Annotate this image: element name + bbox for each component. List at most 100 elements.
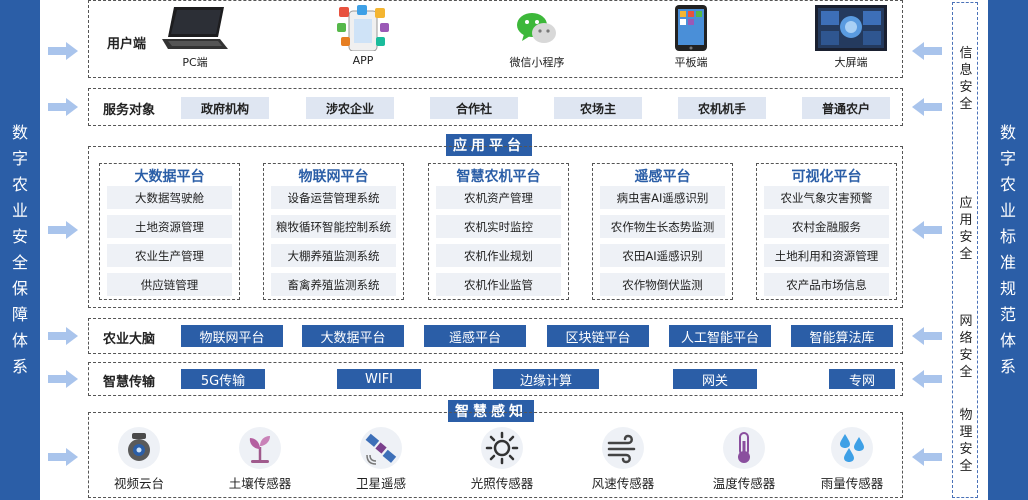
brain-row-label: 农业大脑	[103, 332, 156, 347]
security-system-vertical-title: 数 字 农 业 安 全 保 障 体 系	[12, 120, 28, 380]
transport-chip: WIFI	[337, 369, 421, 389]
sensor-wind: 风速传感器	[578, 427, 668, 492]
sensor-caption: 风速传感器	[591, 476, 655, 491]
arrow-right-icon	[48, 221, 78, 239]
service-chip: 涉农企业	[306, 97, 394, 119]
user-caption: 微信小程序	[509, 56, 565, 69]
sensor-caption: 温度传感器	[712, 476, 776, 491]
raindrop-icon	[831, 427, 873, 469]
app-platform-layer: 大数据平台 大数据驾驶舱 土地资源管理 农业生产管理 供应链管理 物联网平台 设…	[88, 146, 903, 308]
brain-chip: 大数据平台	[302, 325, 404, 347]
brain-chip: 物联网平台	[181, 325, 283, 347]
platform-item: 农业生产管理	[107, 244, 232, 267]
platform-item: 病虫害AI遥感识别	[600, 186, 725, 209]
service-chip: 政府机构	[181, 97, 269, 119]
arrow-right-icon	[48, 448, 78, 466]
sensor-satellite: 卫星遥感	[336, 427, 426, 492]
right-bar-char: 系	[999, 357, 1016, 376]
sec-char: 安	[959, 230, 973, 245]
sec-char: 全	[959, 97, 973, 112]
platform-group-title: 遥感平台	[634, 169, 691, 185]
sec-char: 用	[959, 213, 973, 228]
service-layer: 服务对象 政府机构 涉农企业 合作社 农场主 农机机手 普通农户	[88, 88, 903, 126]
platform-group-iot: 物联网平台 设备运营管理系统 粮牧循环智能控制系统 大棚养殖监测系统 畜禽养殖监…	[263, 163, 404, 300]
platform-item: 粮牧循环智能控制系统	[271, 215, 396, 238]
sensor-rainfall: 雨量传感器	[807, 427, 897, 492]
left-bar-char: 数	[11, 123, 28, 142]
sensor-caption: 视频云台	[113, 476, 164, 491]
left-bar-char: 字	[11, 149, 28, 168]
standard-system-vertical-title: 数 字 农 业 标 准 规 范 体 系	[1000, 120, 1016, 380]
platform-item: 供应链管理	[107, 273, 232, 296]
laptop-icon	[162, 7, 228, 49]
user-caption: 大屏端	[834, 56, 868, 69]
sensor-caption: 土壤传感器	[228, 476, 292, 491]
user-caption: 平板端	[674, 56, 708, 69]
left-bar-char: 保	[11, 279, 28, 298]
left-bar-char: 系	[11, 357, 28, 376]
thermometer-icon	[723, 427, 765, 469]
brain-layer: 农业大脑 物联网平台 大数据平台 遥感平台 区块链平台 人工智能平台 智能算法库	[88, 318, 903, 354]
right-bar-char: 标	[999, 227, 1016, 246]
left-bar-char: 障	[11, 305, 28, 324]
info-security-label: 信 息 安 全	[953, 45, 979, 113]
arrow-left-icon	[912, 98, 942, 116]
service-row-label: 服务对象	[103, 103, 156, 118]
app-security-label: 应 用 安 全	[953, 195, 979, 263]
left-bar-char: 安	[11, 227, 28, 246]
platform-item: 土地资源管理	[107, 215, 232, 238]
big-screen-icon	[815, 5, 887, 51]
user-caption: APP	[352, 54, 374, 67]
right-bar-char: 业	[999, 201, 1016, 220]
wechat-icon	[517, 13, 556, 43]
sec-char: 理	[959, 425, 973, 440]
sensor-soil: 土壤传感器	[215, 427, 305, 492]
platform-item: 农村金融服务	[764, 215, 889, 238]
perception-layer: 视频云台 土壤传感器 卫星遥感	[88, 412, 903, 498]
platform-item: 农作物倒伏监测	[600, 273, 725, 296]
sensor-caption: 雨量传感器	[820, 476, 884, 491]
arrow-left-icon	[912, 327, 942, 345]
platform-item: 大数据驾驶舱	[107, 186, 232, 209]
app-phone-icon	[337, 5, 389, 51]
brain-chip: 区块链平台	[547, 325, 649, 347]
sec-char: 全	[959, 365, 973, 380]
platform-group-agri-machinery: 智慧农机平台 农机资产管理 农机实时监控 农机作业规划 农机作业监管	[428, 163, 569, 300]
sec-char: 全	[959, 459, 973, 474]
platform-item: 设备运营管理系统	[271, 186, 396, 209]
service-chip: 普通农户	[802, 97, 890, 119]
sec-char: 息	[959, 63, 973, 78]
platform-item: 农机资产管理	[436, 186, 561, 209]
arrow-right-icon	[48, 98, 78, 116]
arrow-left-icon	[912, 448, 942, 466]
arrow-left-icon	[912, 42, 942, 60]
left-bar-char: 业	[11, 201, 28, 220]
platform-item: 农机作业规划	[436, 244, 561, 267]
physical-security-label: 物 理 安 全	[953, 407, 979, 475]
arrow-left-icon	[912, 370, 942, 388]
user-item-tablet: 平板端	[651, 5, 731, 70]
platform-item: 农机作业监管	[436, 273, 561, 296]
user-item-wechat: 微信小程序	[487, 5, 587, 70]
left-bar-char: 体	[11, 331, 28, 350]
transport-chip: 5G传输	[181, 369, 265, 389]
sec-char: 安	[959, 80, 973, 95]
platform-item: 畜禽养殖监测系统	[271, 273, 396, 296]
transport-row-label: 智慧传输	[103, 375, 156, 390]
sun-icon	[481, 427, 523, 469]
right-bar-char: 字	[999, 149, 1016, 168]
transport-layer: 智慧传输 5G传输 WIFI 边缘计算 网关 专网	[88, 362, 903, 396]
sensor-temperature: 温度传感器	[699, 427, 789, 492]
right-bar-char: 体	[999, 331, 1016, 350]
platform-item: 农业气象灾害预警	[764, 186, 889, 209]
platform-item: 农机实时监控	[436, 215, 561, 238]
transport-chip: 网关	[673, 369, 757, 389]
sec-char: 信	[959, 46, 973, 61]
network-security-label: 网 络 安 全	[953, 313, 979, 381]
brain-chip: 人工智能平台	[669, 325, 771, 347]
platform-item: 土地利用和资源管理	[764, 244, 889, 267]
transport-chip: 边缘计算	[493, 369, 599, 389]
platform-group-remote-sensing: 遥感平台 病虫害AI遥感识别 农作物生长态势监测 农田AI遥感识别 农作物倒伏监…	[592, 163, 733, 300]
platform-group-title: 可视化平台	[791, 169, 862, 185]
platform-group-title: 智慧农机平台	[456, 169, 541, 185]
